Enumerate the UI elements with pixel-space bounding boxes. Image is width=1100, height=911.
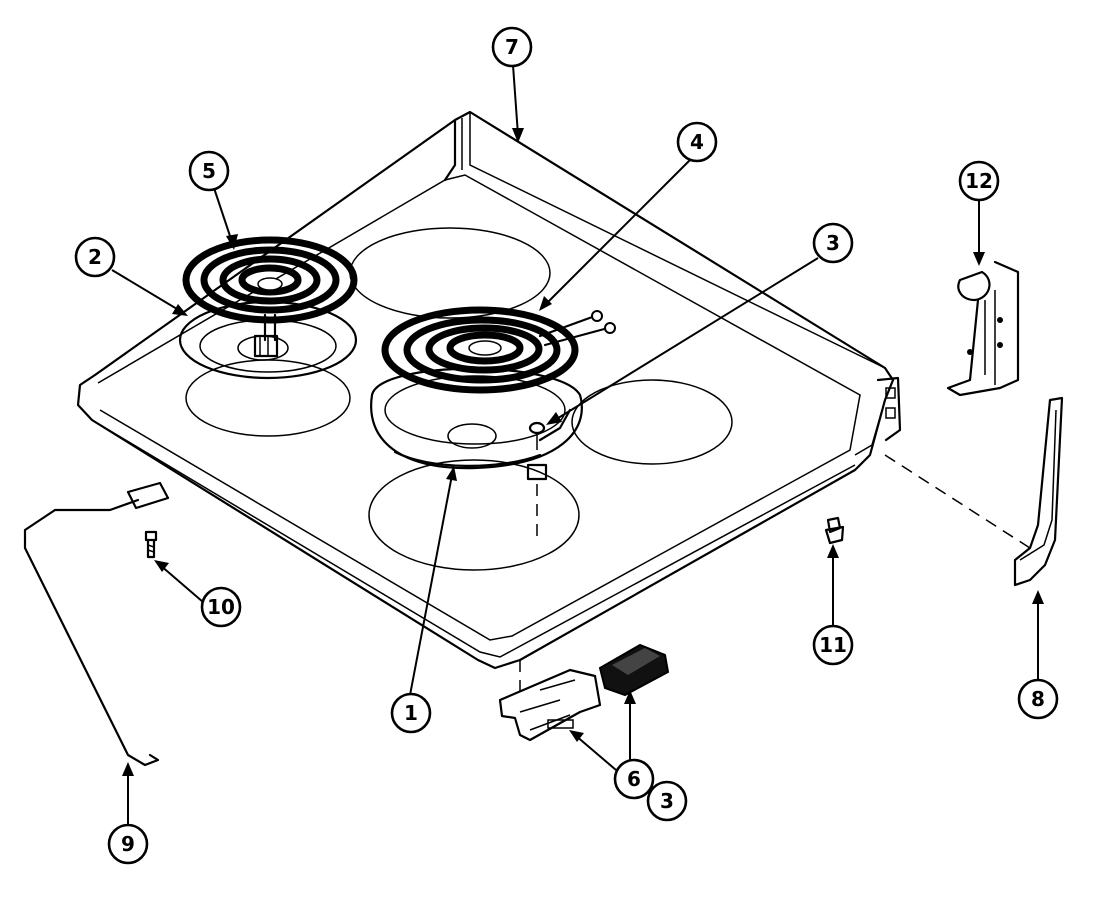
callout-5-label: 5 — [202, 159, 216, 183]
cooktop-main-top — [76, 110, 902, 670]
callout-3-top-label: 3 — [826, 231, 840, 255]
callout-5: 5 — [188, 150, 230, 192]
callout-4: 4 — [676, 121, 718, 163]
hinge-bracket — [946, 260, 1020, 397]
callout-3-top: 3 — [812, 222, 854, 264]
callout-7: 7 — [491, 26, 533, 68]
large-surface-element — [381, 306, 616, 394]
callout-3-bottom: 3 — [646, 780, 688, 822]
infinite-switch — [498, 660, 602, 742]
screw — [144, 530, 158, 559]
callout-2: 2 — [74, 236, 116, 278]
callout-8-label: 8 — [1031, 687, 1045, 711]
callout-9: 9 — [107, 823, 149, 865]
callout-12: 12 — [958, 160, 1000, 202]
callout-10: 10 — [200, 586, 242, 628]
callout-11: 11 — [812, 624, 854, 666]
callout-3-bottom-label: 3 — [660, 789, 674, 813]
callout-10-label: 10 — [207, 595, 235, 619]
callout-2-label: 2 — [88, 245, 102, 269]
callout-9-label: 9 — [121, 832, 135, 856]
callout-1-label: 1 — [404, 701, 418, 725]
callout-4-label: 4 — [690, 130, 704, 154]
side-trim — [1013, 396, 1064, 587]
trim-alignment-line — [884, 454, 1031, 549]
support-rod — [23, 481, 170, 767]
callout-6: 6 — [613, 758, 655, 800]
callout-1: 1 — [390, 692, 432, 734]
callout-7-label: 7 — [505, 35, 519, 59]
large-drip-pan — [370, 367, 583, 470]
callout-12-label: 12 — [965, 169, 993, 193]
control-knob — [598, 643, 670, 697]
callout-8: 8 — [1017, 678, 1059, 720]
clip — [824, 516, 845, 545]
small-surface-element — [182, 236, 358, 342]
leader-lines — [111, 64, 1044, 825]
callout-11-label: 11 — [819, 633, 847, 657]
callout-6-label: 6 — [627, 767, 641, 791]
mounting-screw — [526, 421, 548, 540]
